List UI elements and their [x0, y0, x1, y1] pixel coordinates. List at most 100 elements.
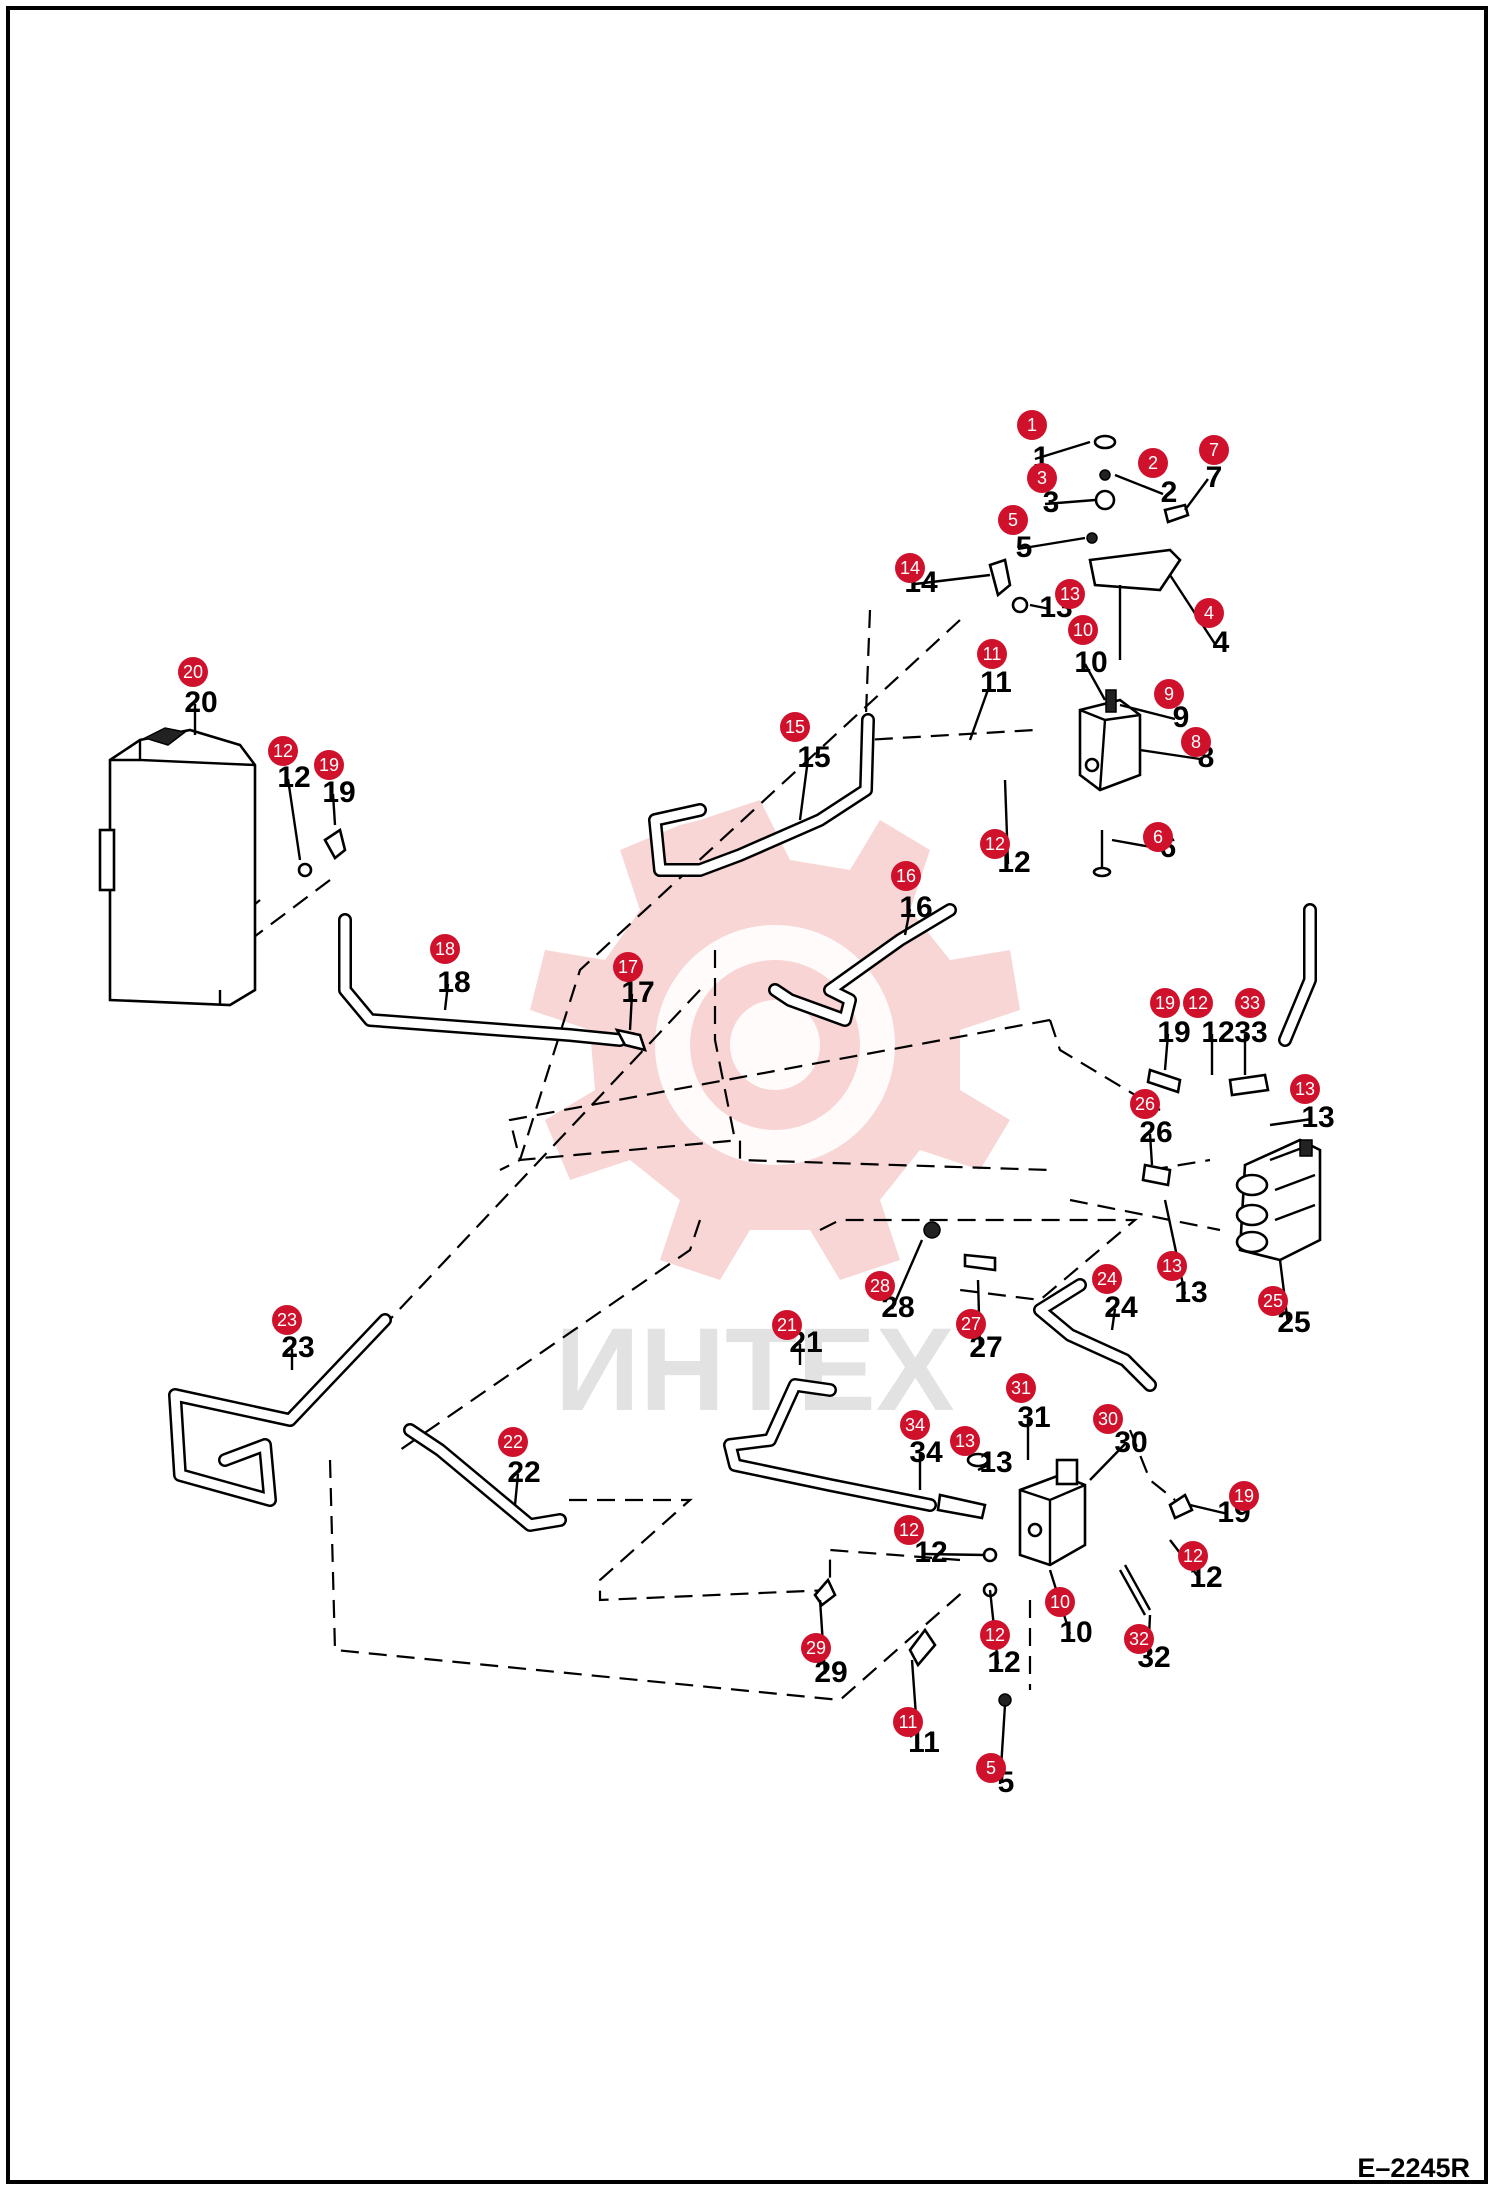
callout-badge: [1124, 1624, 1154, 1654]
callout-badge: [977, 639, 1007, 669]
callout-badge: [891, 861, 921, 891]
callout-number: 13: [979, 1446, 1012, 1479]
callout-leader-line: [968, 683, 992, 741]
callout-leader-line: [513, 1473, 520, 1506]
callout-badge: [865, 1271, 895, 1301]
callout-number: 19: [1157, 1016, 1190, 1049]
callout-badge-label: 26: [1135, 1094, 1155, 1114]
callout-badge: [900, 1410, 930, 1440]
callout-badge-label: 25: [1263, 1291, 1283, 1311]
callout-leader-line: [331, 793, 337, 826]
callout-badge-label: 10: [1073, 620, 1093, 640]
callout-badge-label: 31: [1011, 1378, 1031, 1398]
callout-7: 77: [1184, 435, 1229, 511]
callout-badge-label: 32: [1129, 1629, 1149, 1649]
callout-badge: [1181, 727, 1211, 757]
callout-number: 7: [1206, 461, 1223, 494]
callout-badge: [950, 1426, 980, 1456]
callout-badge-label: 8: [1191, 732, 1201, 752]
callout-badge-label: 12: [1183, 1546, 1203, 1566]
callout-number: 12: [1201, 1016, 1234, 1049]
callout-badge-label: 24: [1097, 1269, 1117, 1289]
callout-badge-label: 23: [277, 1310, 297, 1330]
callout-badge: [268, 736, 298, 766]
drawing-code: E–2245R: [1357, 2153, 1470, 2183]
callout-badge: [272, 1305, 302, 1335]
callout-1: 11: [1017, 410, 1091, 474]
control-valve-25: [1235, 1138, 1322, 1262]
callout-badge-label: 13: [955, 1431, 975, 1451]
callout-number: 24: [1104, 1291, 1138, 1324]
callout-badge-label: 29: [806, 1638, 826, 1658]
callout-badge: [980, 1620, 1010, 1650]
callout-9: 99: [1119, 679, 1190, 734]
callout-badge: [498, 1427, 528, 1457]
callout-badge-label: 9: [1164, 684, 1174, 704]
callout-badge-label: 6: [1153, 827, 1163, 847]
callout-badge: [1258, 1286, 1288, 1316]
callout-badge: [893, 1707, 923, 1737]
callout-badge: [1068, 615, 1098, 645]
callout-number: 9: [1173, 701, 1190, 734]
callout-number: 18: [437, 966, 470, 999]
callout-number: 20: [184, 686, 217, 719]
callout-leader-line: [1119, 703, 1176, 721]
callout-number: 4: [1213, 626, 1230, 659]
callout-badge: [956, 1309, 986, 1339]
callout-leader-line: [1139, 748, 1201, 761]
fittings: [297, 827, 1270, 1707]
callout-badge-label: 13: [1060, 584, 1080, 604]
callout-8: 88: [1139, 727, 1214, 774]
callout-leader-line: [903, 908, 912, 936]
callout-number: 26: [1139, 1116, 1172, 1149]
callout-leader-line: [1029, 603, 1051, 611]
callout-leader-line: [1089, 1443, 1126, 1481]
callout-badge-label: 1: [1027, 415, 1037, 435]
callout-badge-label: 4: [1204, 603, 1214, 623]
callout-badge-label: 3: [1037, 468, 1047, 488]
callout-badge: [1045, 1587, 1075, 1617]
callout-badge: [430, 934, 460, 964]
callout-badge: [895, 553, 925, 583]
callout-5b: 55: [976, 1704, 1014, 1799]
callout-badge: [1290, 1074, 1320, 1104]
callout-leader-line: [798, 758, 810, 821]
callout-badge-label: 12: [985, 834, 1005, 854]
callout-badge-label: 18: [435, 939, 455, 959]
watermark-text: ИНТЕХ: [555, 1304, 955, 1436]
callout-number: 22: [507, 1456, 540, 1489]
callout-6: 66: [1111, 822, 1176, 864]
callout-badge: [894, 1515, 924, 1545]
callout-number: 34: [909, 1436, 943, 1469]
callout-badge: [1006, 1373, 1036, 1403]
callout-badge-label: 12: [1188, 993, 1208, 1013]
callout-badge-label: 11: [899, 1712, 918, 1732]
callout-badge-label: 5: [986, 1758, 996, 1778]
callout-number: 3: [1043, 486, 1060, 519]
callout-badge-label: 20: [183, 662, 203, 682]
callout-badge-label: 21: [777, 1315, 797, 1335]
callout-badge: [1092, 1264, 1122, 1294]
callout-2: 22: [1114, 448, 1177, 509]
callout-badge: [1178, 1541, 1208, 1571]
callout-number: 13: [1301, 1101, 1334, 1134]
callout-leader-line: [890, 1239, 924, 1310]
